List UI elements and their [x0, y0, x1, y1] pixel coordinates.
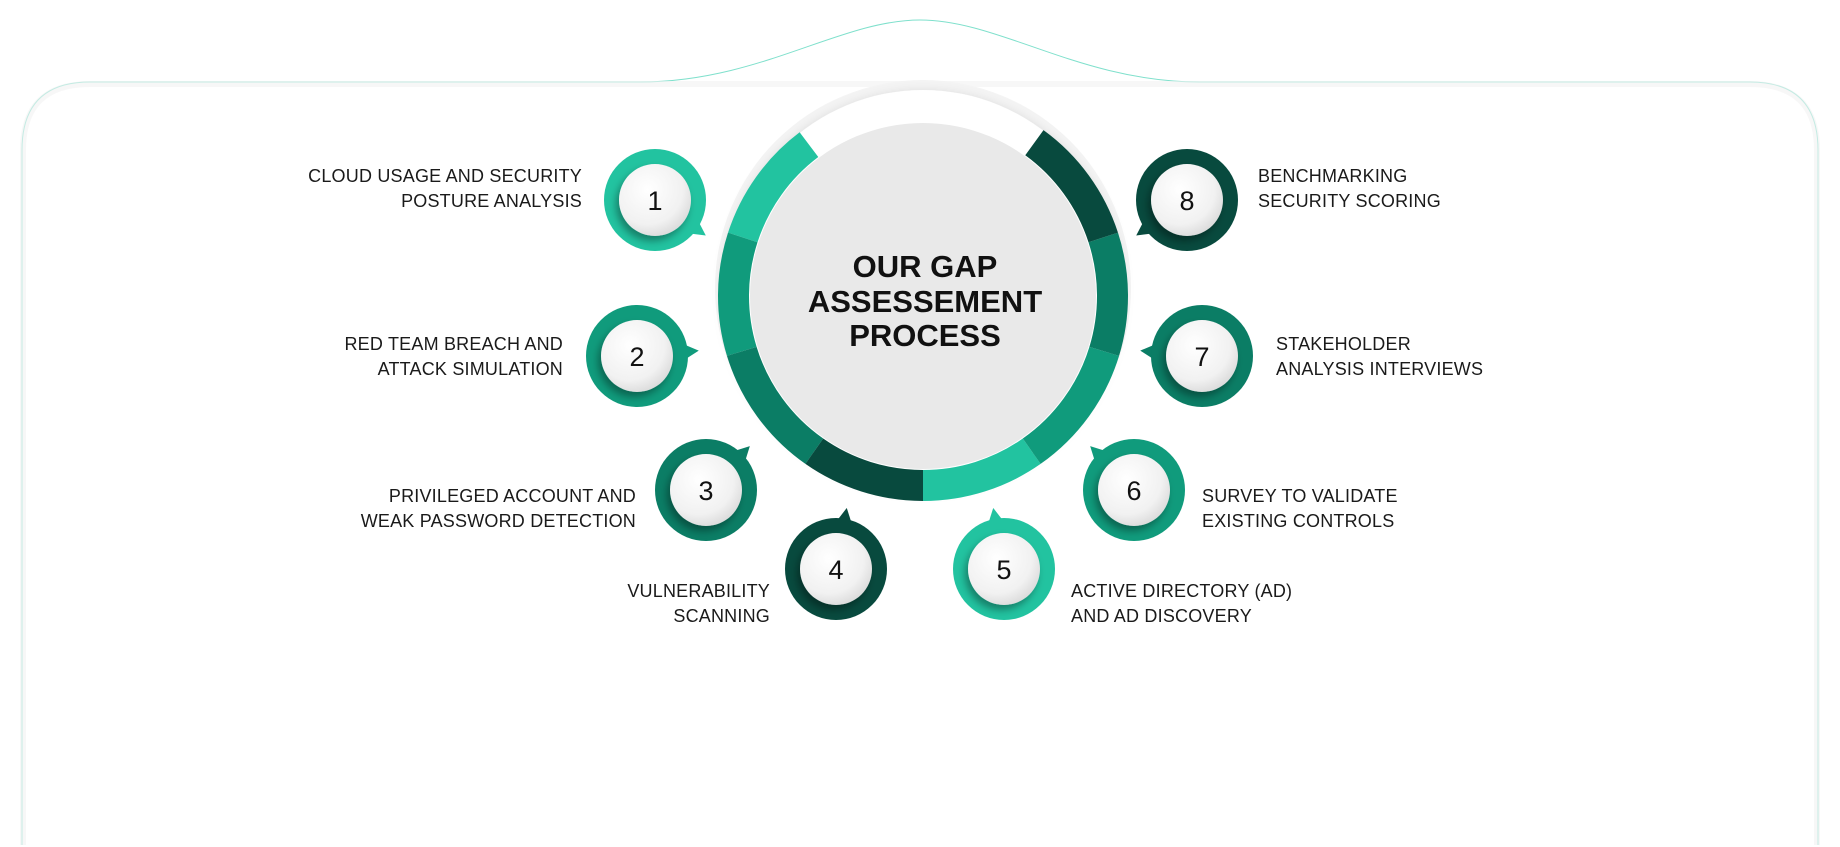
step-label-line: CLOUD USAGE AND SECURITY — [308, 166, 582, 186]
step-2: 2 RED TEAM BREACH AND ATTACK SIMULATION — [344, 305, 699, 407]
ring-segment-3 — [726, 346, 824, 464]
center-title-line-1: OUR GAP — [853, 249, 998, 284]
step-label-line: EXISTING CONTROLS — [1202, 511, 1394, 531]
speech-bubble-icon — [785, 507, 887, 620]
step-number-3: 3 — [698, 476, 713, 506]
speech-bubble-icon — [586, 305, 699, 407]
center-title-line-2: ASSESSEMENT — [808, 284, 1042, 319]
step-label-line: ANALYSIS INTERVIEWS — [1276, 359, 1483, 379]
step-label-line: VULNERABILITY — [627, 581, 770, 601]
step-label-line: ATTACK SIMULATION — [378, 359, 563, 379]
step-number-8: 8 — [1179, 186, 1194, 216]
ring-segment-7 — [1088, 232, 1128, 356]
step-label-line: SECURITY SCORING — [1258, 191, 1441, 211]
speech-bubble-icon — [1136, 149, 1238, 251]
step-label-line: PRIVILEGED ACCOUNT AND — [389, 486, 636, 506]
speech-bubble-icon — [1083, 439, 1185, 541]
step-label-2: RED TEAM BREACH AND ATTACK SIMULATION — [344, 334, 563, 379]
ring-segment-6 — [1022, 346, 1120, 464]
step-label-line: ACTIVE DIRECTORY (AD) — [1071, 581, 1292, 601]
center-hub: OUR GAP ASSESSEMENT PROCESS — [715, 80, 1131, 501]
step-label-line: STAKEHOLDER — [1276, 334, 1411, 354]
segment-ring — [718, 130, 1128, 501]
steps-group: 1 CLOUD USAGE AND SECURITY POSTURE ANALYSI… — [308, 149, 1483, 626]
speech-bubble-icon — [655, 439, 757, 541]
step-number-5: 5 — [996, 555, 1011, 585]
step-label-6: SURVEY TO VALIDATE EXISTING CONTROLS — [1202, 486, 1398, 531]
step-label-8: BENCHMARKING SECURITY SCORING — [1258, 166, 1441, 211]
step-3: 3 PRIVILEGED ACCOUNT AND WEAK PASSWORD DET… — [361, 439, 757, 541]
speech-bubble-icon — [604, 149, 706, 251]
step-6: 6 SURVEY TO VALIDATE EXISTING CONTROLS — [1083, 439, 1398, 541]
step-label-line: BENCHMARKING — [1258, 166, 1407, 186]
step-label-line: SURVEY TO VALIDATE — [1202, 486, 1398, 506]
step-number-7: 7 — [1194, 342, 1209, 372]
center-disc — [750, 123, 1096, 469]
speech-bubble-icon — [953, 507, 1055, 620]
step-label-line: POSTURE ANALYSIS — [401, 191, 582, 211]
ring-segment-8 — [1025, 130, 1118, 243]
center-title-line-3: PROCESS — [849, 318, 1001, 353]
step-label-line: SCANNING — [673, 606, 770, 626]
step-number-1: 1 — [647, 186, 662, 216]
step-label-7: STAKEHOLDER ANALYSIS INTERVIEWS — [1276, 334, 1483, 379]
step-1: 1 CLOUD USAGE AND SECURITY POSTURE ANALYSI… — [308, 149, 706, 251]
step-number-4: 4 — [828, 555, 843, 585]
speech-bubble-icon — [1140, 305, 1253, 407]
step-number-6: 6 — [1126, 476, 1141, 506]
step-label-4: VULNERABILITY SCANNING — [627, 581, 770, 626]
step-label-line: WEAK PASSWORD DETECTION — [361, 511, 636, 531]
step-8: 8 BENCHMARKING SECURITY SCORING — [1136, 149, 1441, 251]
step-7: 7 STAKEHOLDER ANALYSIS INTERVIEWS — [1140, 305, 1483, 407]
ring-segment-5 — [923, 438, 1041, 501]
step-label-1: CLOUD USAGE AND SECURITY POSTURE ANALYSIS — [308, 166, 582, 211]
step-label-3: PRIVILEGED ACCOUNT AND WEAK PASSWORD DETE… — [361, 486, 636, 531]
step-label-5: ACTIVE DIRECTORY (AD) AND AD DISCOVERY — [1071, 581, 1292, 626]
step-label-line: AND AD DISCOVERY — [1071, 606, 1252, 626]
ring-segment-1 — [728, 132, 819, 243]
ring-segment-4 — [805, 438, 923, 501]
step-number-2: 2 — [629, 342, 644, 372]
ring-segment-2 — [718, 232, 758, 356]
step-label-line: RED TEAM BREACH AND — [344, 334, 563, 354]
